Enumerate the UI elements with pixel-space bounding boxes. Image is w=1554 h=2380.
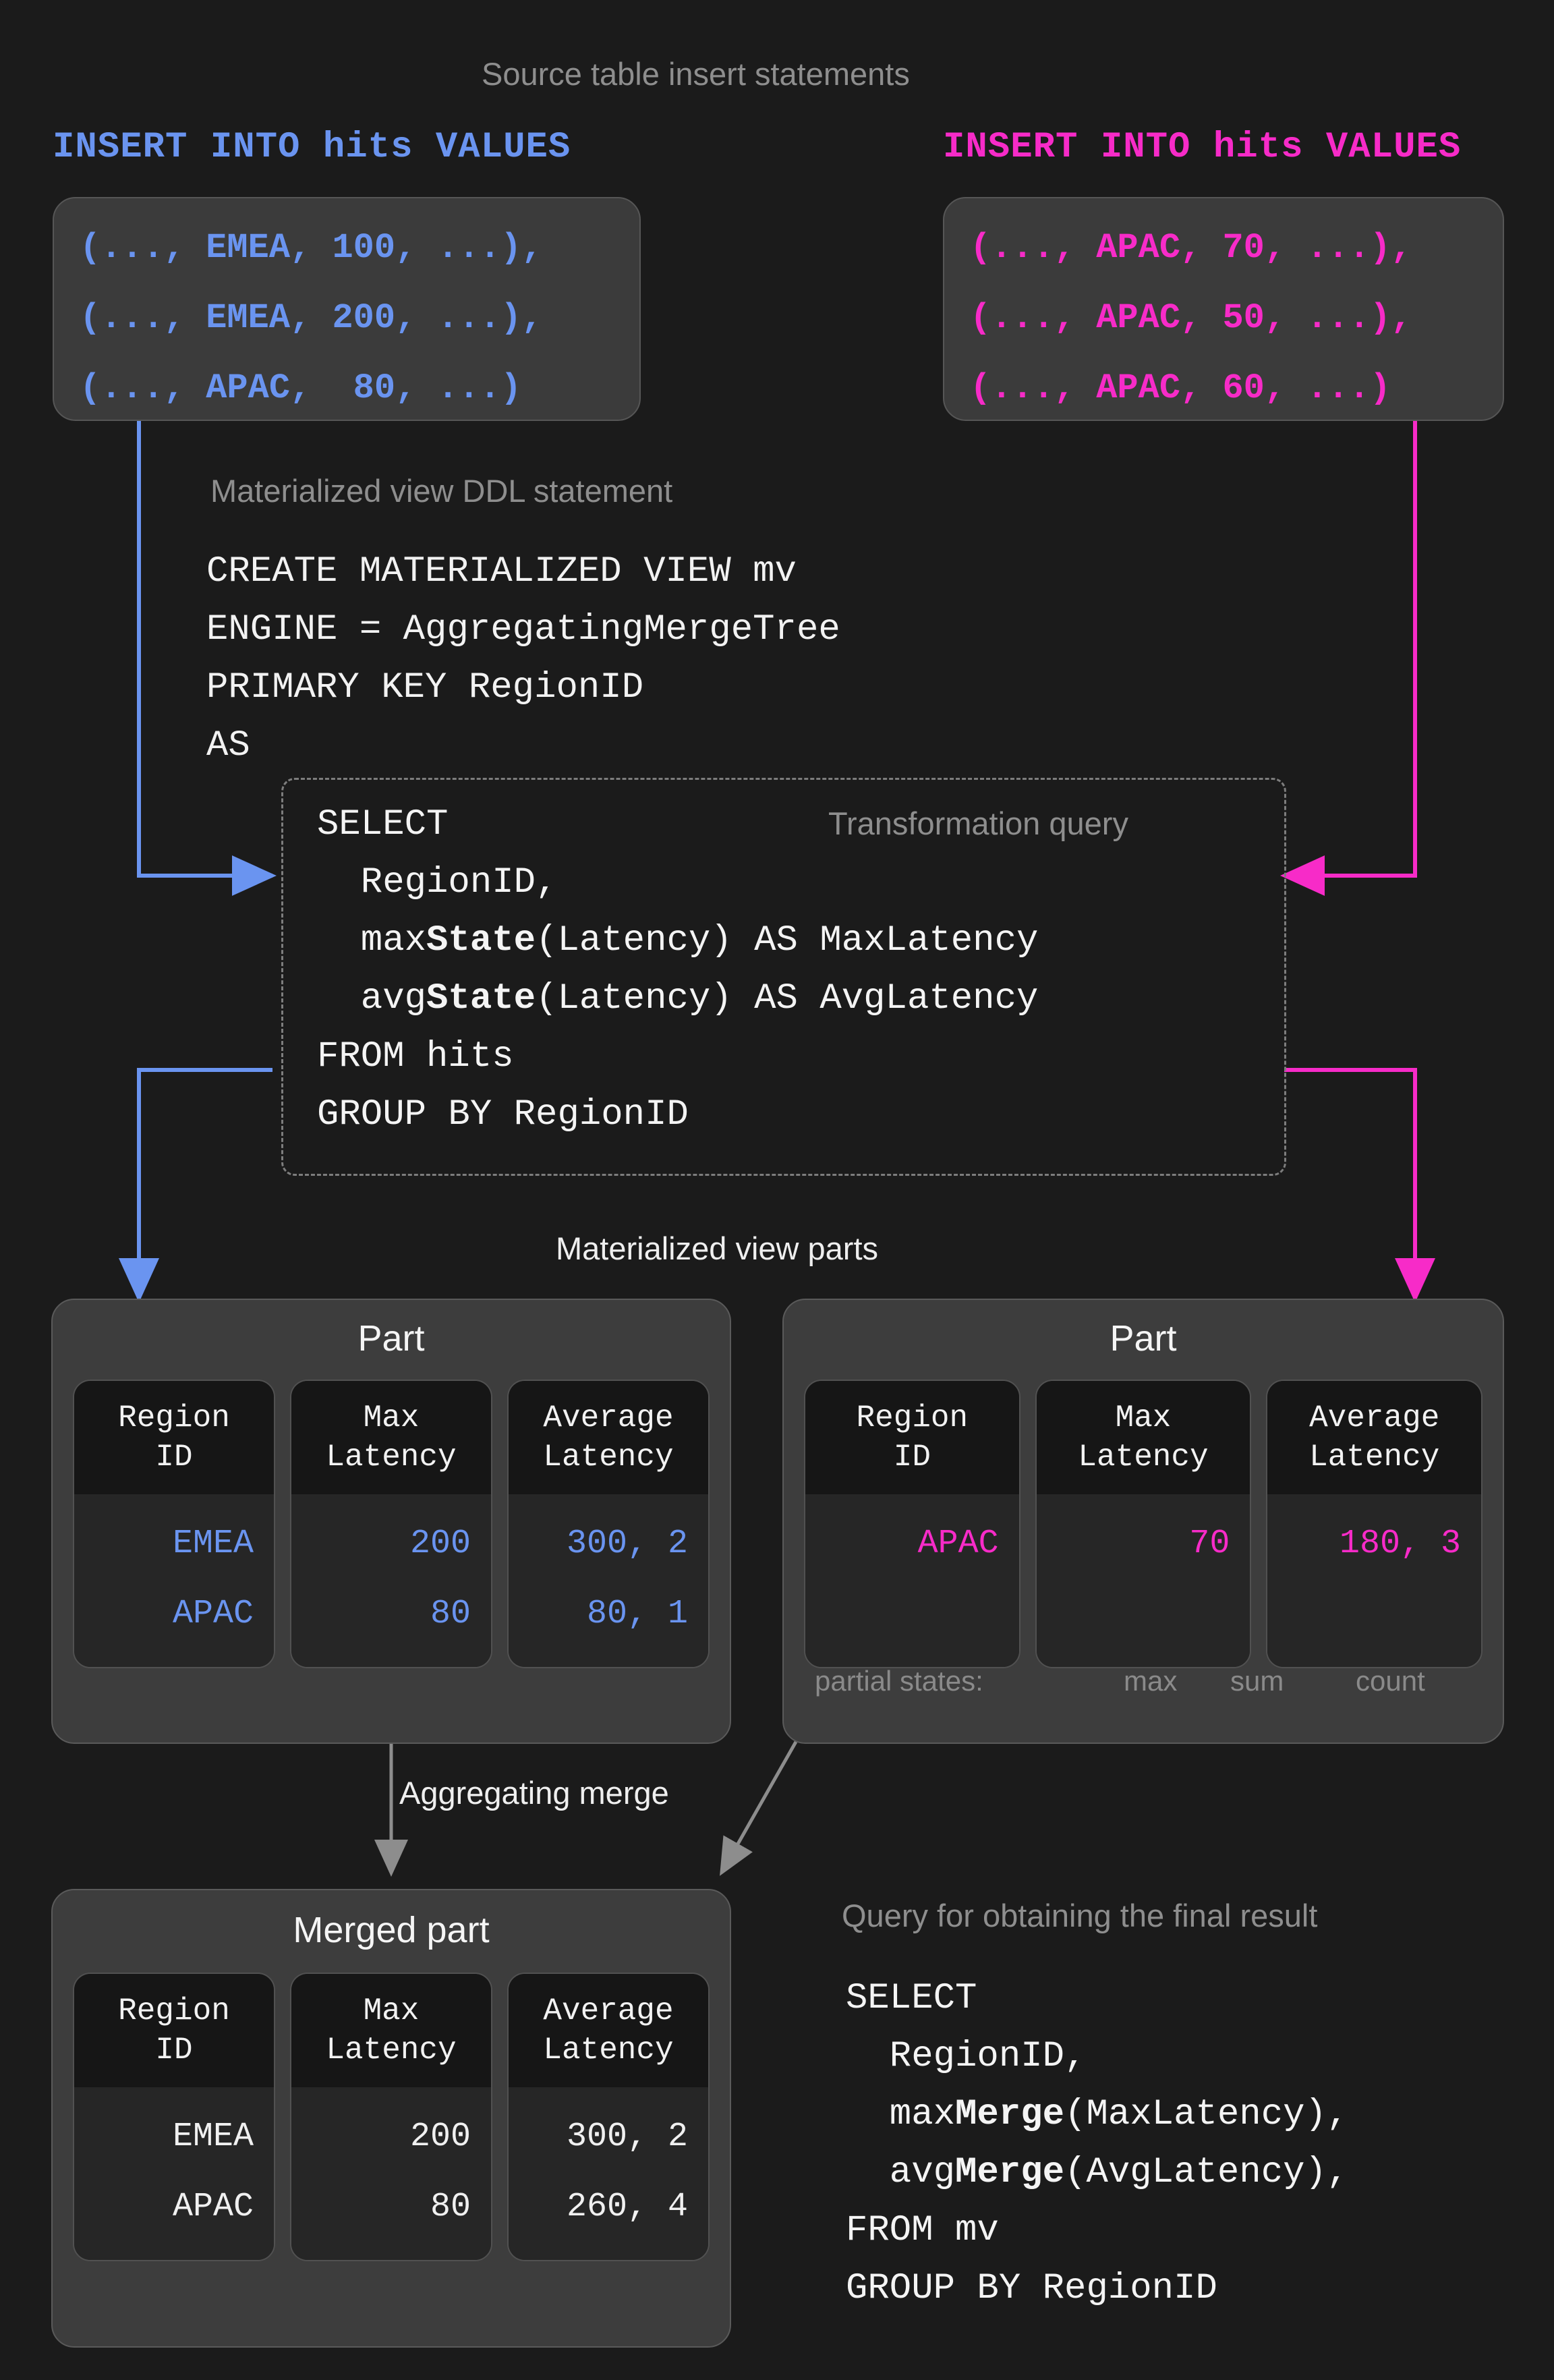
cell-value: 260, 4 — [566, 2188, 688, 2226]
cell-value: 80 — [430, 2188, 471, 2226]
cell-value: 200 — [409, 1525, 471, 1563]
column-header: Max Latency — [1036, 1381, 1250, 1494]
insert-value-row: (..., APAC, 50, ...), — [970, 298, 1412, 338]
fq-line-region: RegionID, — [846, 2036, 1087, 2077]
cell-value: 200 — [409, 2118, 471, 2156]
tq-avg-suffix: (Latency) AS AvgLatency — [536, 978, 1039, 1019]
column-header: Region ID — [74, 1381, 274, 1494]
fq-avg-prefix: avg — [846, 2152, 956, 2193]
column-header: Region ID — [74, 1974, 274, 2087]
tq-line-region: RegionID, — [317, 862, 558, 903]
cell-value: 80, 1 — [586, 1595, 688, 1633]
cell-value: 80 — [430, 1595, 471, 1633]
connector-magenta-insert-to-query — [1280, 420, 1417, 896]
source-inserts-caption: Source table insert statements — [482, 56, 910, 92]
tq-max-suffix: (Latency) AS MaxLatency — [536, 920, 1039, 961]
merged-part-title: Merged part — [293, 1910, 490, 1950]
transformation-query-box — [281, 778, 1286, 1176]
cell-empty — [1278, 1579, 1470, 1649]
fq-line-avgmerge: avgMerge(AvgLatency), — [846, 2144, 1349, 2202]
ddl-line: AS — [206, 725, 250, 766]
fq-avg-suffix: (AvgLatency), — [1064, 2152, 1349, 2193]
tq-line-maxstate: maxState(Latency) AS MaxLatency — [317, 912, 1039, 970]
ddl-line: ENGINE = AggregatingMergeTree — [206, 609, 840, 650]
insert-value-row: (..., APAC, 80, ...) — [80, 368, 522, 408]
merged-part: Merged part Region ID EMEA APAC Max Late… — [51, 1889, 731, 2348]
cell-value: 300, 2 — [566, 1525, 688, 1563]
cell-value: 70 — [1189, 1525, 1230, 1563]
fq-avg-bold: Merge — [955, 2152, 1065, 2193]
connector-merge-right — [720, 1740, 798, 1876]
cell-value: 180, 3 — [1339, 1525, 1462, 1563]
cell-value: APAC — [917, 1525, 999, 1563]
insert-value-row: (..., APAC, 60, ...) — [970, 368, 1391, 408]
fq-max-bold: Merge — [955, 2094, 1065, 2135]
cell-value: EMEA — [172, 2118, 254, 2156]
ddl-caption: Materialized view DDL statement — [210, 473, 673, 509]
tq-max-bold: State — [426, 920, 536, 961]
tq-avg-prefix: avg — [317, 978, 427, 1019]
cell-value: 300, 2 — [566, 2118, 688, 2156]
insert-values-card-right: (..., APAC, 70, ...), (..., APAC, 50, ..… — [943, 197, 1504, 421]
merged-column-max-latency: Max Latency 200 80 — [290, 1973, 492, 2261]
part-title: Part — [1110, 1318, 1177, 1359]
partial-state-sum-label: sum — [1230, 1665, 1284, 1697]
insert-value-row: (..., EMEA, 100, ...), — [80, 228, 543, 268]
part-column-average-latency: Average Latency 180, 3 — [1266, 1380, 1483, 1668]
ddl-line: PRIMARY KEY RegionID — [206, 667, 644, 708]
ddl-line: CREATE MATERIALIZED VIEW mv — [206, 551, 797, 592]
partial-state-max-label: max — [1124, 1665, 1178, 1697]
tq-line-group: GROUP BY RegionID — [317, 1094, 689, 1135]
cell-value: APAC — [172, 1595, 254, 1633]
fq-line-select: SELECT — [846, 1978, 977, 2019]
partial-states-label: partial states: — [815, 1665, 983, 1697]
column-header: Average Latency — [509, 1381, 708, 1494]
part-column-average-latency: Average Latency 300, 2 80, 1 — [507, 1380, 710, 1668]
cell-value: EMEA — [172, 1525, 254, 1563]
part-column-max-latency: Max Latency 70 — [1035, 1380, 1252, 1668]
partial-state-count-label: count — [1356, 1665, 1425, 1697]
merged-column-region-id: Region ID EMEA APAC — [73, 1973, 275, 2261]
mv-part-left: Part Region ID EMEA APAC Max Latency 200… — [51, 1299, 731, 1744]
connector-magenta-query-to-right-part — [1284, 1068, 1435, 1303]
column-header: Max Latency — [291, 1381, 491, 1494]
tq-line-avgstate: avgState(Latency) AS AvgLatency — [317, 970, 1039, 1028]
insert-header-left: INSERT INTO hits VALUES — [53, 127, 571, 168]
mv-parts-caption: Materialized view parts — [556, 1230, 879, 1266]
fq-max-prefix: max — [846, 2094, 956, 2135]
part-column-region-id: Region ID EMEA APAC — [73, 1380, 275, 1668]
insert-value-row: (..., APAC, 70, ...), — [970, 228, 1412, 268]
mv-part-right: Part Region ID APAC Max Latency 70 Avera… — [782, 1299, 1504, 1744]
connector-blue-query-to-left-part — [119, 1068, 272, 1303]
aggregating-merge-label: Aggregating merge — [399, 1775, 669, 1811]
tq-avg-bold: State — [426, 978, 536, 1019]
fq-max-suffix: (MaxLatency), — [1064, 2094, 1349, 2135]
tq-line-select: SELECT — [317, 804, 449, 845]
part-title: Part — [357, 1318, 425, 1359]
part-column-max-latency: Max Latency 200 80 — [290, 1380, 492, 1668]
column-header: Region ID — [805, 1381, 1019, 1494]
insert-header-right: INSERT INTO hits VALUES — [943, 127, 1462, 168]
merged-column-average-latency: Average Latency 300, 2 260, 4 — [507, 1973, 710, 2261]
insert-value-row: (..., EMEA, 200, ...), — [80, 298, 543, 338]
cell-empty — [816, 1579, 1008, 1649]
column-header: Max Latency — [291, 1974, 491, 2087]
part-column-region-id: Region ID APAC — [804, 1380, 1020, 1668]
insert-values-card-left: (..., EMEA, 100, ...), (..., EMEA, 200, … — [53, 197, 641, 421]
fq-line-from: FROM mv — [846, 2210, 999, 2251]
column-header: Average Latency — [1267, 1381, 1482, 1494]
cell-empty — [1047, 1579, 1240, 1649]
fq-line-group: GROUP BY RegionID — [846, 2268, 1217, 2309]
fq-line-maxmerge: maxMerge(MaxLatency), — [846, 2086, 1349, 2144]
tq-max-prefix: max — [317, 920, 427, 961]
column-header: Average Latency — [509, 1974, 708, 2087]
transformation-query-caption: Transformation query — [828, 805, 1128, 841]
final-query-caption: Query for obtaining the final result — [842, 1898, 1318, 1933]
cell-value: APAC — [172, 2188, 254, 2226]
tq-line-from: FROM hits — [317, 1036, 514, 1077]
